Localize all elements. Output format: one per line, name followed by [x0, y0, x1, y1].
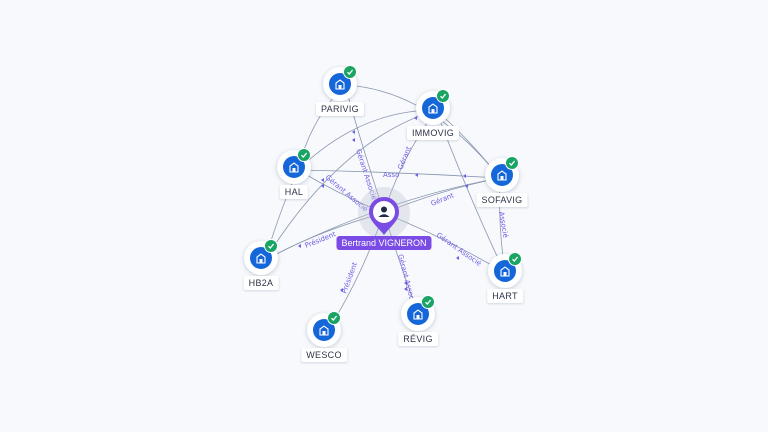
entity-bubble[interactable] — [401, 295, 435, 331]
edge-label-hart: Gérant Associé — [435, 231, 483, 268]
arrow — [352, 138, 355, 142]
edge-label-wesco: Président — [340, 261, 359, 295]
building-icon — [329, 73, 351, 95]
building-icon — [313, 319, 335, 341]
arrow — [352, 130, 355, 134]
verified-check-icon — [264, 239, 278, 253]
edge-label-sofavig: Gérant — [430, 191, 456, 208]
arrow — [456, 256, 459, 260]
verified-check-icon — [436, 89, 450, 103]
verified-check-icon — [421, 295, 435, 309]
arrow — [465, 184, 468, 188]
arrow — [415, 173, 418, 177]
entity-label: WESCO — [301, 348, 347, 362]
building-icon — [250, 247, 272, 269]
building-icon — [491, 164, 513, 186]
arrow — [404, 287, 407, 291]
verified-check-icon — [327, 311, 341, 325]
arrow — [414, 116, 417, 120]
entity-label: RÉVIG — [398, 332, 438, 346]
edge-label-hal-sofavig: Asso — [383, 171, 399, 179]
entity-label: HB2A — [243, 276, 279, 290]
building-icon — [407, 303, 429, 325]
entity-bubble[interactable] — [485, 156, 519, 192]
entity-label: SOFAVIG — [476, 193, 528, 207]
building-icon — [494, 260, 516, 282]
building-icon — [422, 97, 444, 119]
entity-bubble[interactable] — [416, 89, 450, 125]
verified-check-icon — [505, 156, 519, 170]
entity-bubble[interactable] — [277, 148, 311, 184]
person-pin-icon — [369, 197, 399, 235]
edge-hb2a-immovig — [264, 109, 437, 261]
arrow — [340, 288, 343, 292]
entity-label: IMMOVIG — [406, 126, 460, 140]
verified-check-icon — [343, 65, 357, 79]
arrow — [321, 178, 324, 182]
entity-bubble[interactable] — [488, 252, 522, 288]
edge-labels: Gérant Associé Gérant Gérant Associé Gér… — [304, 145, 510, 306]
edge-hal-sofavig — [297, 169, 501, 179]
entity-label: PARIVIG — [316, 102, 364, 116]
person-name-label[interactable]: Bertrand VIGNERON — [336, 236, 432, 250]
building-icon — [283, 156, 305, 178]
verified-check-icon — [297, 148, 311, 162]
arrow — [321, 184, 324, 188]
entity-bubble[interactable] — [244, 239, 278, 275]
verified-check-icon — [508, 252, 522, 266]
entity-bubble[interactable] — [323, 65, 357, 101]
entity-label: HAL — [279, 185, 309, 199]
entity-bubble[interactable] — [307, 311, 341, 347]
arrow — [404, 281, 407, 285]
entity-label: HART — [487, 289, 523, 303]
arrow — [298, 244, 301, 248]
edge-label-sofavig-hart: Associé — [497, 211, 509, 238]
edge-arrows — [298, 116, 468, 292]
arrow — [463, 174, 466, 178]
edge-label-immovig: Gérant — [396, 145, 413, 171]
